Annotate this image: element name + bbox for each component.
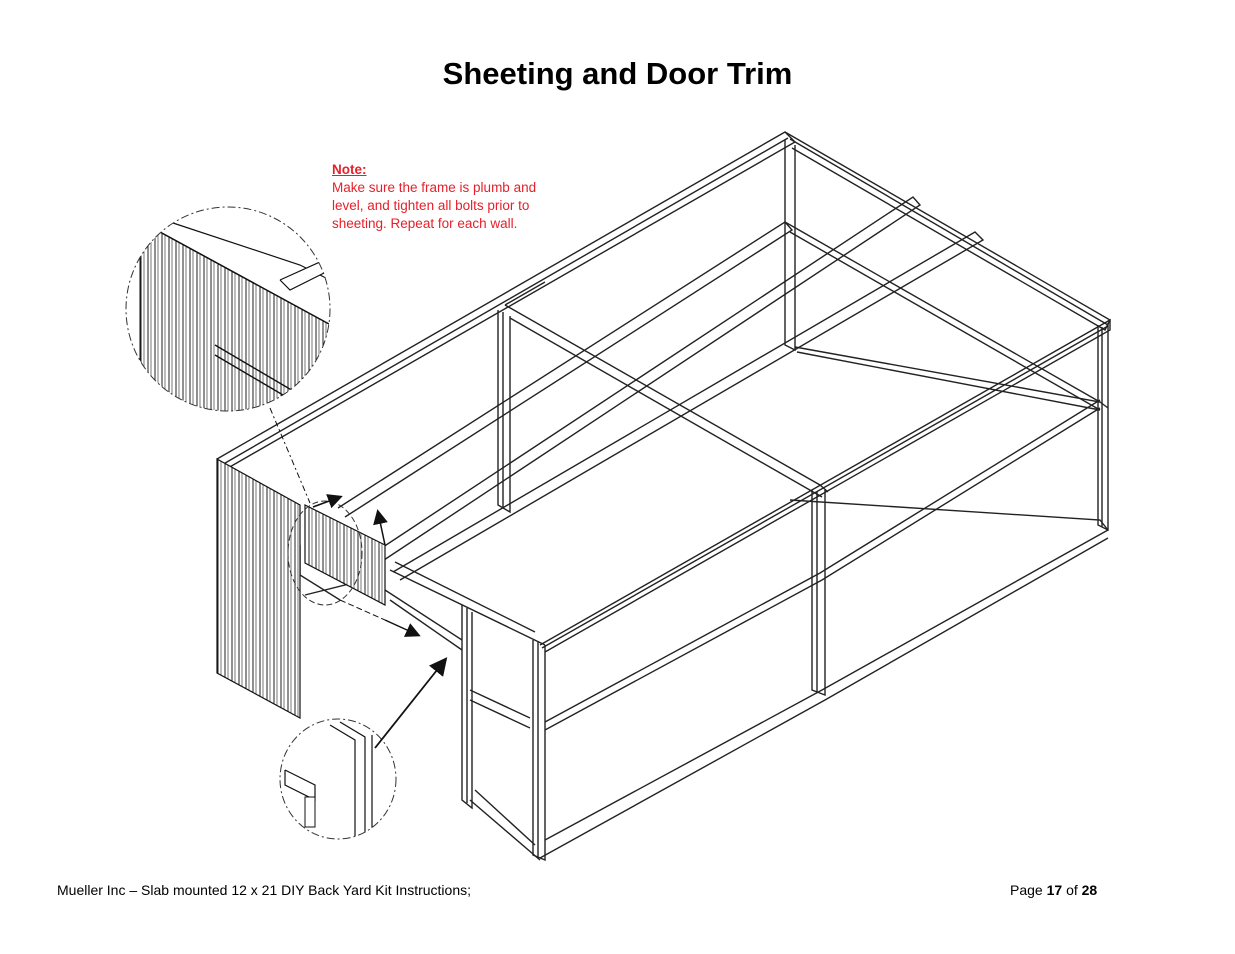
note-line: Make sure the frame is plumb and [332, 180, 537, 195]
callout-leader-lines [269, 407, 448, 749]
page-prefix: Page [1010, 882, 1043, 898]
page-of: of [1066, 882, 1078, 898]
note-line: level, and tighten all bolts prior to [332, 198, 530, 213]
page-total: 28 [1081, 882, 1098, 898]
note-callout: Note: Make sure the frame is plumb and l… [332, 161, 572, 233]
frame [216, 131, 1111, 862]
note-line: sheeting. Repeat for each wall. [332, 216, 518, 231]
door-trim-detail-callout [279, 718, 397, 840]
footer-document-title: Mueller Inc – Slab mounted 12 x 21 DIY B… [57, 882, 471, 898]
corrugated-sheet-end-wall [216, 457, 386, 720]
sheeting-detail-callout [125, 206, 331, 412]
footer-page-number: Page 17 of 28 [1010, 882, 1097, 898]
page-title: Sheeting and Door Trim [442, 56, 793, 91]
page-current: 17 [1046, 882, 1063, 898]
note-heading: Note: [332, 162, 367, 177]
